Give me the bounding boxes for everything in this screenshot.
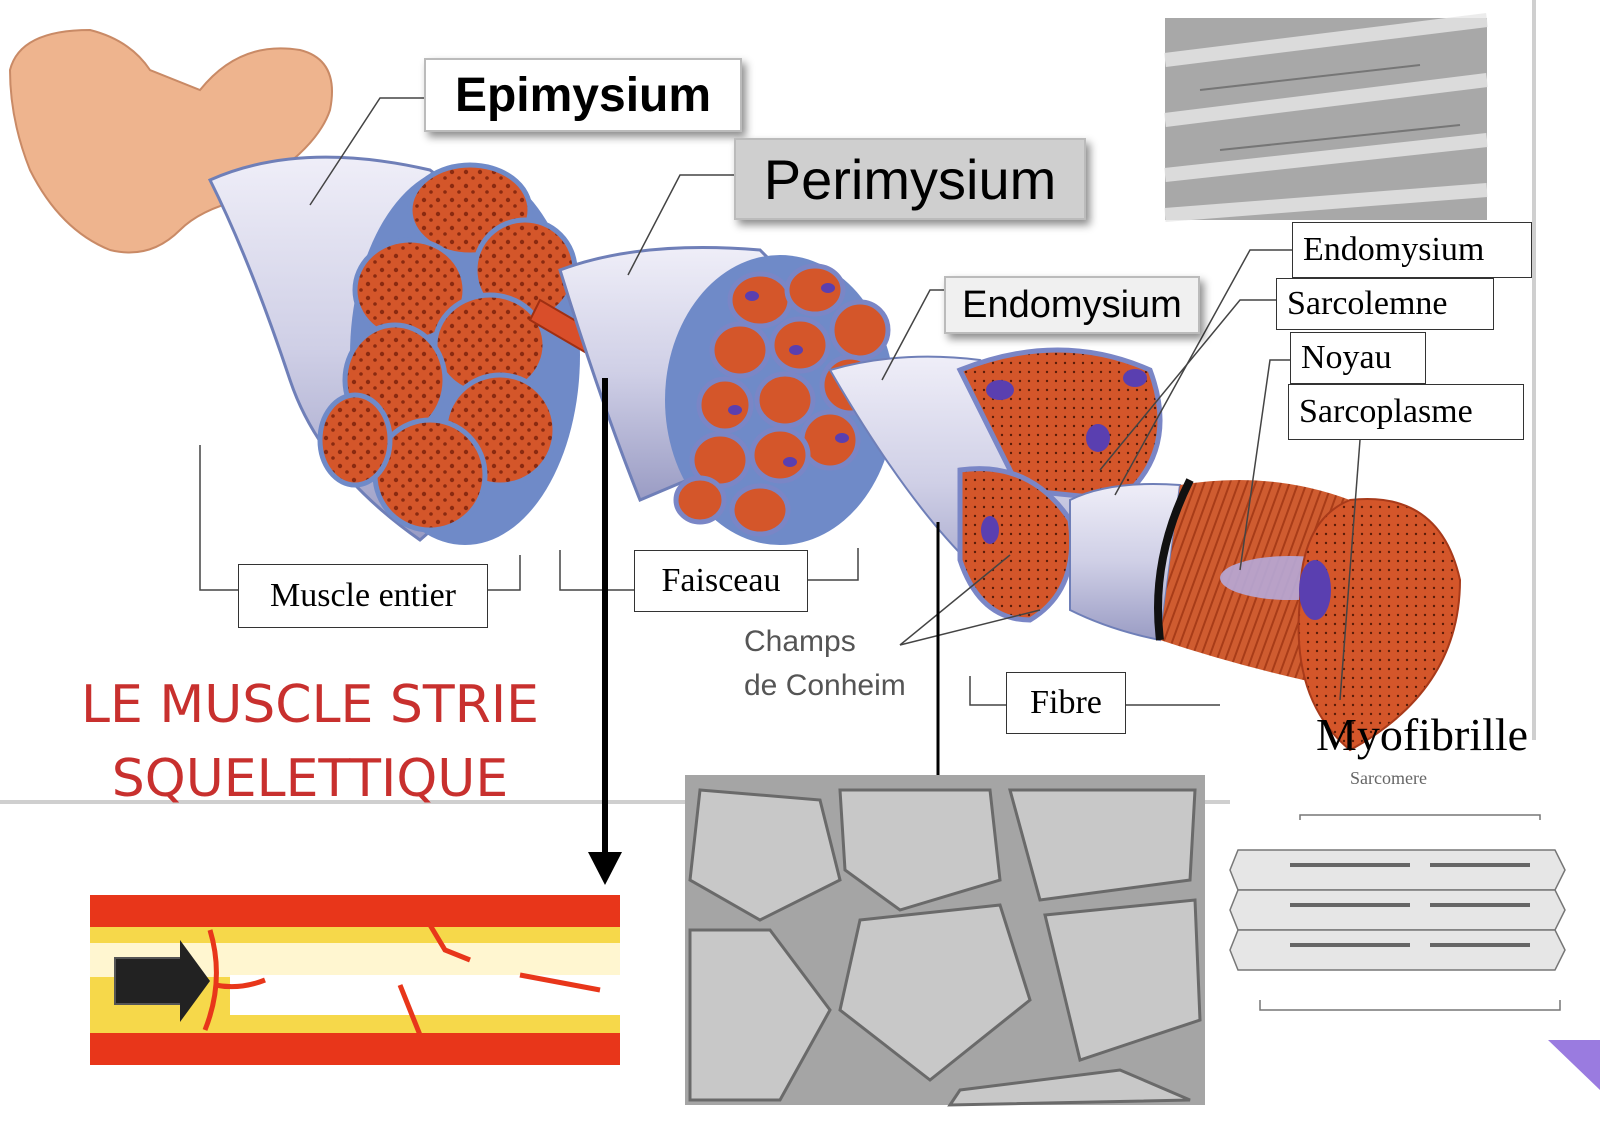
whole-muscle <box>210 157 580 545</box>
arrow-down-icon <box>588 378 622 885</box>
label-champs-line-2: de Conheim <box>744 664 906 708</box>
label-endomysium-fiber: Endomysium <box>1292 222 1532 278</box>
sarcomere-schematic <box>1230 815 1565 1010</box>
label-endomysium-fascicle: Endomysium <box>944 276 1200 334</box>
label-myofibrille: Myofibrille <box>1316 708 1528 761</box>
label-sarcolemme: Sarcolemne <box>1276 278 1494 330</box>
label-epimysium: Epimysium <box>424 58 742 132</box>
micrograph-fibers <box>1165 18 1487 220</box>
label-sarcomere: Sarcomere <box>1350 768 1427 789</box>
diagram-title: LE MUSCLE STRIE SQUELETTIQUE <box>40 668 580 816</box>
label-champs-de-conheim: Champs de Conheim <box>744 620 906 708</box>
label-noyau: Noyau <box>1290 332 1426 384</box>
label-sarcoplasme: Sarcoplasme <box>1288 384 1524 440</box>
micrograph-cross-section <box>685 775 1205 1105</box>
label-muscle-entier: Muscle entier <box>238 564 488 628</box>
title-line-1: LE MUSCLE STRIE <box>40 668 580 742</box>
label-faisceau: Faisceau <box>634 550 808 612</box>
label-fibre: Fibre <box>1006 672 1126 734</box>
label-champs-line-1: Champs <box>744 620 906 664</box>
title-line-2: SQUELETTIQUE <box>40 742 580 816</box>
label-perimysium: Perimysium <box>734 138 1086 220</box>
